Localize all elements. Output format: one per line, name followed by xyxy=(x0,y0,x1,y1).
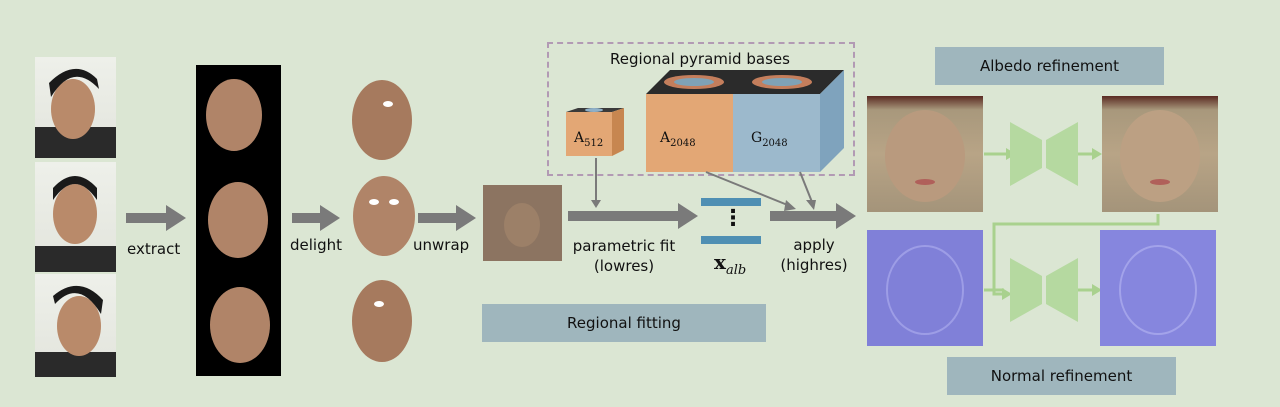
regional-fitting-banner: Regional fitting xyxy=(482,304,766,342)
delit-face-top xyxy=(352,80,412,160)
extract-label: extract xyxy=(127,240,181,258)
parametric-fit-label-1: parametric fit xyxy=(572,237,676,255)
coefficient-bar-bottom xyxy=(701,236,761,244)
coefficient-bar-top xyxy=(701,198,761,206)
normal-texture-icon xyxy=(1100,230,1216,346)
x-alb-subscript: alb xyxy=(725,263,747,278)
input-photo-side-right xyxy=(35,274,116,377)
normal-network-icon xyxy=(1010,258,1078,322)
a512-base: A xyxy=(574,130,585,146)
a2048-base: A xyxy=(660,130,671,146)
pyramid-title: Regional pyramid bases xyxy=(610,50,790,68)
albedo-input-map xyxy=(867,96,983,212)
delit-face-bottom xyxy=(352,280,412,362)
texture-face-icon xyxy=(504,203,540,247)
a2048-label: A2048 xyxy=(660,130,696,149)
g2048-sub: 2048 xyxy=(762,137,788,149)
unwrap-label: unwrap xyxy=(413,236,470,254)
a512-sub: 512 xyxy=(584,137,604,149)
pyramid-bases-box xyxy=(547,42,855,176)
normal-refinement-banner: Normal refinement xyxy=(947,357,1176,395)
albedo-face-icon xyxy=(885,110,965,202)
albedo-face-icon xyxy=(1120,110,1200,202)
x-alb-symbol: x xyxy=(714,250,726,274)
coefficient-dots: ⋮ xyxy=(722,206,744,231)
normal-texture-icon xyxy=(867,230,983,346)
g2048-base: G xyxy=(751,130,763,146)
apply-label-1: apply xyxy=(793,236,835,254)
normal-output-map xyxy=(1100,230,1216,346)
parametric-fit-label-2: (lowres) xyxy=(593,257,655,275)
a2048-sub: 2048 xyxy=(670,137,696,149)
pyramid-cubes xyxy=(566,70,844,172)
extracted-face-icons xyxy=(206,79,270,363)
delit-face-middle xyxy=(353,176,415,256)
x-alb-label: xalb xyxy=(714,250,746,278)
input-photo-side-left xyxy=(35,57,116,158)
albedo-network-icon xyxy=(1010,122,1078,186)
albedo-output-map xyxy=(1102,96,1218,212)
albedo-refinement-banner: Albedo refinement xyxy=(935,47,1164,85)
face-photo-icon xyxy=(35,68,116,158)
delight-label: delight xyxy=(290,236,342,254)
extracted-face-column xyxy=(196,65,281,376)
face-photo-icon xyxy=(35,285,116,377)
apply-label-2: (highres) xyxy=(780,256,848,274)
input-photo-front xyxy=(35,162,116,272)
normal-input-map xyxy=(867,230,983,346)
a512-label: A512 xyxy=(574,130,603,149)
face-photo-icon xyxy=(35,176,116,272)
unwrapped-texture xyxy=(483,185,562,261)
g2048-label: G2048 xyxy=(751,130,788,149)
